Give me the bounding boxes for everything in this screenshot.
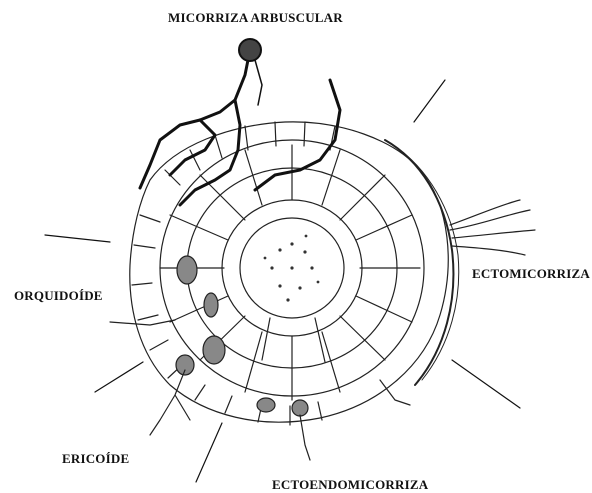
label-ectomicorriza: ECTOMICORRIZA	[472, 266, 590, 282]
peloton-2	[204, 293, 218, 317]
ectendo-hyphae	[300, 380, 410, 460]
peloton-1	[177, 256, 197, 284]
peloton-6	[292, 400, 308, 416]
label-ericoide: ERICOÍDE	[62, 451, 129, 467]
label-ectoendomicorriza: ECTOENDOMICORRIZA	[272, 477, 428, 493]
peloton-3	[203, 336, 225, 364]
ericoid-hyphae	[110, 320, 190, 435]
peloton-4	[176, 355, 194, 375]
hyphae-bundle	[450, 200, 535, 255]
label-orquidoide: ORQUIDOÍDE	[14, 288, 103, 304]
stele-cells	[264, 235, 320, 302]
peloton-5	[257, 398, 275, 412]
spore-icon	[239, 39, 261, 61]
label-micorriza-arbuscular: MICORRIZA ARBUSCULAR	[168, 10, 343, 26]
